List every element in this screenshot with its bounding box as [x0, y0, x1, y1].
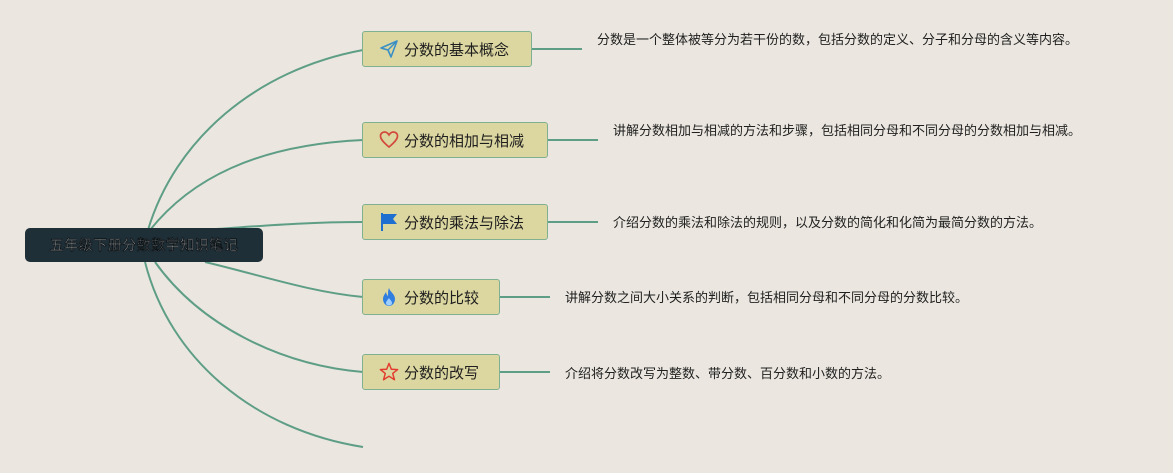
- branch-label: 分数的相加与相减: [404, 131, 525, 150]
- connector-branch-5: [154, 261, 364, 373]
- branch-label: 分数的乘法与除法: [404, 213, 525, 232]
- branch-node-basic-concept[interactable]: 分数的基本概念: [362, 31, 532, 67]
- flame-icon: [379, 287, 399, 307]
- branch-node-add-subtract[interactable]: 分数的相加与相减: [362, 122, 548, 158]
- branch-description-multiply-divide: 介绍分数的乘法和除法的规则，以及分数的简化和化简为最简分数的方法。: [613, 216, 1043, 231]
- connector-branch-1: [147, 49, 364, 231]
- branch-description-compare: 讲解分数之间大小关系的判断，包括相同分母和不同分母的分数比较。: [565, 291, 969, 306]
- branch-description-basic-concept: 分数是一个整体被等分为若干份的数，包括分数的定义、分子和分母的含义等内容。: [597, 33, 1079, 48]
- branch-node-rewrite[interactable]: 分数的改写: [362, 354, 500, 390]
- heart-icon: [379, 130, 399, 150]
- branch-node-multiply-divide[interactable]: 分数的乘法与除法: [362, 204, 548, 240]
- branch-description-add-subtract: 讲解分数相加与相减的方法和步骤，包括相同分母和不同分母的分数相加与相减。: [613, 124, 1082, 139]
- branch-label: 分数的改写: [404, 363, 480, 382]
- root-node[interactable]: 五年级下册分数数学知识笔记: [25, 228, 263, 262]
- root-title: 五年级下册分数数学知识笔记: [49, 238, 239, 254]
- branch-node-compare[interactable]: 分数的比较: [362, 279, 500, 315]
- connector-branch-2: [149, 139, 364, 231]
- branch-label: 分数的比较: [404, 288, 480, 307]
- star-icon: [379, 362, 399, 382]
- branch-description-rewrite: 介绍将分数改写为整数、带分数、百分数和小数的方法。: [565, 367, 891, 382]
- paper-plane-icon: [379, 39, 399, 59]
- branch-label: 分数的基本概念: [404, 40, 510, 59]
- connector-branch-6: [144, 261, 364, 448]
- connector-branch-4: [204, 261, 364, 298]
- flag-icon: [379, 212, 399, 232]
